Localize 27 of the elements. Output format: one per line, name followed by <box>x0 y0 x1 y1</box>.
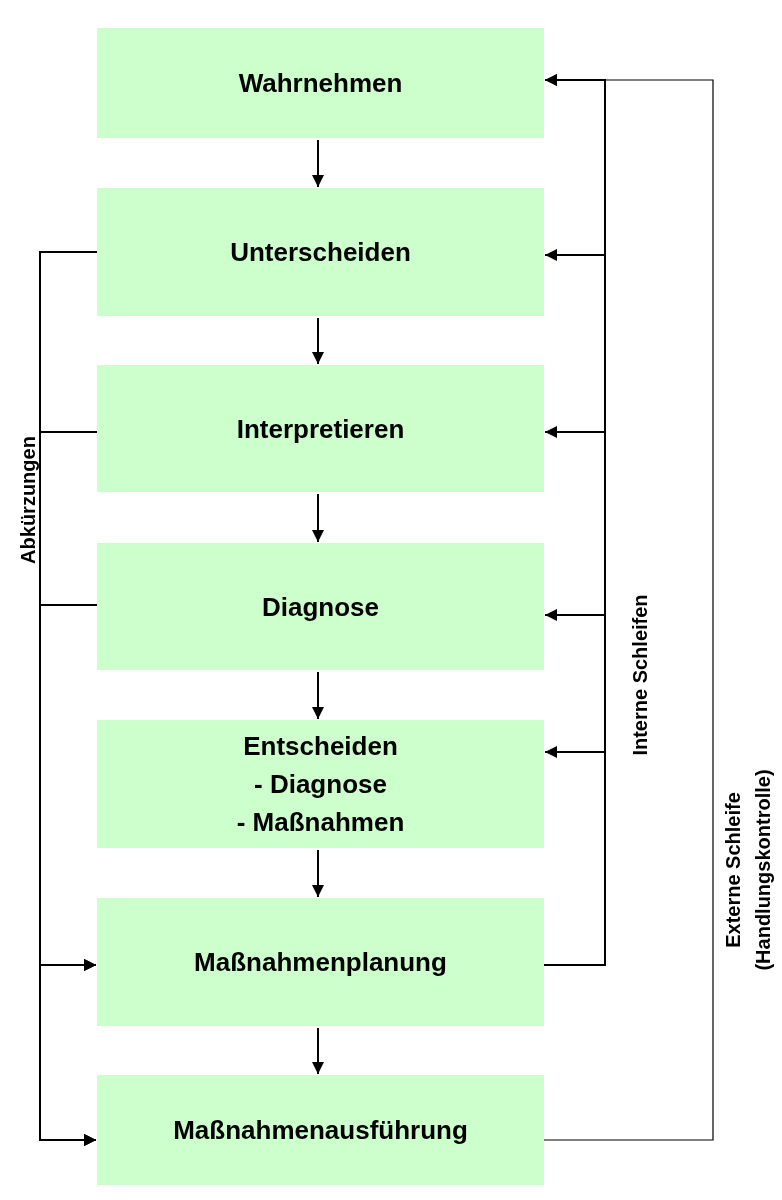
process-box <box>97 898 544 1026</box>
box-label: Interpretieren <box>236 412 405 446</box>
process-box <box>97 28 544 138</box>
process-box <box>97 543 544 670</box>
process-box <box>97 188 544 316</box>
arrow <box>312 317 324 365</box>
loop-label: Abkürzungen <box>16 435 40 566</box>
box-label: Maßnahmenplanung <box>194 946 447 979</box>
process-box <box>97 365 544 492</box>
loop-label: Externe Schleife (Handlungskontrolle) <box>721 768 775 973</box>
arrow <box>543 746 606 966</box>
box-label: Maßnahmenausführung <box>173 1114 468 1147</box>
box-label: Unterscheiden <box>230 236 411 269</box>
box-label: Entscheiden <box>243 730 398 763</box>
process-box <box>97 720 544 848</box>
arrow <box>312 1027 324 1075</box>
box-label: Wahrnehmen <box>238 67 403 100</box>
arrow <box>312 849 324 898</box>
box-label: - Maßnahmen <box>236 806 405 839</box>
loop-label: Interne Schleifen <box>628 593 652 758</box>
arrow <box>312 139 324 188</box>
process-box <box>97 1075 544 1185</box>
box-label: Diagnose <box>262 590 379 624</box>
arrow <box>312 493 324 543</box>
arrow <box>543 74 714 1141</box>
box-label: - Diagnose <box>254 768 387 801</box>
arrow <box>312 671 324 720</box>
